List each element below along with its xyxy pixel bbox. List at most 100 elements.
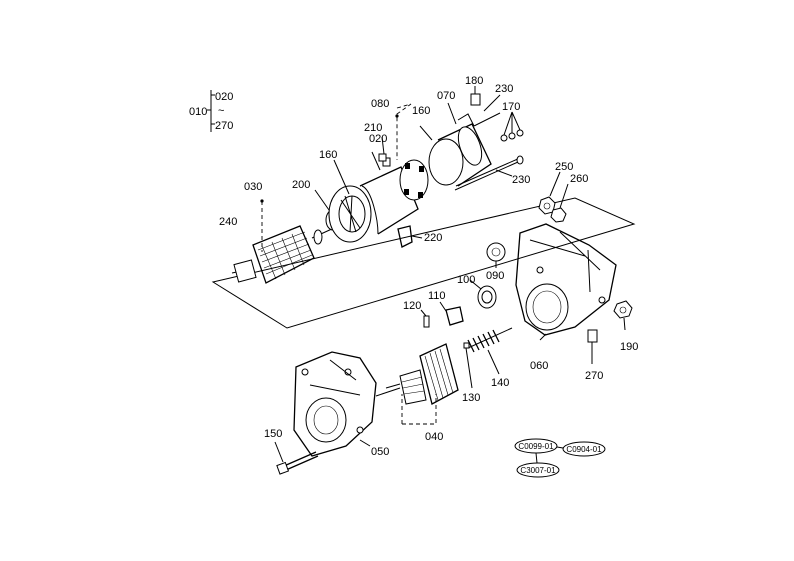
nut-190-hole: [619, 306, 627, 314]
leader-080: [396, 103, 412, 160]
callout-140: 140: [491, 377, 509, 389]
nut-250-hole: [543, 202, 551, 210]
callout-130: 130: [462, 392, 480, 404]
rear-cover-face: [457, 126, 483, 166]
pin-120: [423, 315, 430, 328]
callout-020: 020: [369, 133, 387, 145]
leader-160a: [333, 159, 350, 195]
armature-windings: [257, 231, 313, 280]
shaft-130-end: [463, 342, 470, 349]
callout-080: 080: [371, 98, 389, 110]
upper-frame-outline: [211, 197, 636, 329]
bolt-150-head: [276, 461, 290, 475]
yoke-end-vanes: [340, 195, 361, 233]
callout-090: 090: [486, 270, 504, 282]
callout-250: 250: [555, 161, 573, 173]
parts-range-legend: 010 020 270 ~: [189, 90, 233, 132]
small-fasteners-top: [470, 86, 524, 142]
leader-190: [623, 317, 626, 331]
leader-230a: [483, 94, 501, 112]
callout-200: 200: [292, 179, 310, 191]
ref-code-1: C0099-01: [518, 442, 554, 451]
washer-170c: [516, 129, 524, 137]
gear-housing-stud: [598, 296, 606, 304]
brush-d: [418, 192, 423, 198]
callout-050: 050: [371, 446, 389, 458]
leader-dot: [260, 199, 264, 203]
callout-160b: 160: [412, 105, 430, 117]
legend-to: 270: [215, 120, 233, 132]
gear-090: [486, 242, 506, 262]
callout-240: 240: [219, 216, 237, 228]
leader-170: [503, 111, 521, 136]
bolt-150-shank: [283, 451, 319, 471]
gear-housing-bore: [525, 283, 569, 331]
armature-commutator: [233, 259, 257, 283]
gear-housing-bore-inner: [532, 290, 562, 324]
pinion-clutch-040: [385, 343, 459, 425]
leader-160b: [419, 125, 433, 141]
armature-bearing: [313, 229, 323, 245]
callout-190: 190: [620, 341, 638, 353]
retainer-110: [445, 306, 464, 326]
leader-050: [359, 439, 371, 447]
ref-oval-2: [562, 441, 606, 457]
clutch-body: [419, 343, 459, 405]
drive-housing-050: [293, 351, 401, 457]
screw-180: [470, 93, 481, 106]
washer-170a: [500, 134, 508, 142]
plug-270: [587, 329, 598, 343]
leader-230b: [495, 169, 513, 177]
rear-cover-body: [437, 123, 492, 187]
gear-housing-ribs: [529, 231, 601, 293]
leader-260: [559, 183, 569, 209]
leader-100: [469, 279, 482, 290]
leader-110: [439, 301, 447, 312]
reference-codes: C0099-01 C0904-01 C3007-01: [514, 438, 606, 478]
drive-housing-body: [293, 351, 377, 457]
leader-250: [549, 171, 561, 197]
pinion-teeth: [401, 376, 425, 395]
callout-120: 120: [403, 300, 421, 312]
callout-270: 270: [585, 370, 603, 382]
clip-220-part: [397, 225, 423, 248]
clip-220: [397, 225, 413, 248]
ref-link-1-2: [556, 446, 564, 449]
legend-range-mark: ~: [218, 105, 224, 117]
legend-from: 020: [215, 91, 233, 103]
spring-140-coils: [467, 329, 500, 353]
callout-040: 040: [425, 431, 443, 443]
leader-130: [465, 347, 473, 389]
ref-oval-3: [516, 462, 560, 478]
callout-230a: 230: [495, 83, 513, 95]
leader-200: [314, 189, 330, 211]
through-bolts-230: [454, 94, 524, 191]
through-bolt-upper: [473, 112, 501, 127]
callout-220: 220: [424, 232, 442, 244]
brush-holder-part: [378, 103, 429, 201]
drive-housing-hole-c: [356, 426, 364, 434]
fasteners-right: [587, 300, 633, 364]
leader-140: [487, 349, 500, 375]
through-bolt-lower-2: [454, 161, 519, 191]
drive-housing-bore-inner: [313, 405, 339, 435]
drive-housing-ribs: [309, 359, 361, 396]
brush-b: [419, 166, 424, 172]
leader-070: [447, 102, 457, 125]
washer-170b: [508, 132, 516, 140]
spring-shaft-parts: [463, 327, 513, 389]
pinion-gear: [399, 369, 427, 405]
screw-210: [378, 153, 387, 162]
bolt-head-lower: [516, 155, 524, 165]
upper-assembly-frame: [211, 197, 636, 329]
drive-to-pinion-line: [375, 387, 401, 397]
nut-190: [613, 300, 633, 319]
callout-060: 060: [530, 360, 548, 372]
gear-090-hub: [491, 247, 501, 257]
callout-180: 180: [465, 75, 483, 87]
ref-code-3: C3007-01: [520, 466, 556, 475]
callout-260: 260: [570, 173, 588, 185]
leader-020: [371, 151, 381, 171]
bearing-100-inner: [481, 290, 493, 304]
